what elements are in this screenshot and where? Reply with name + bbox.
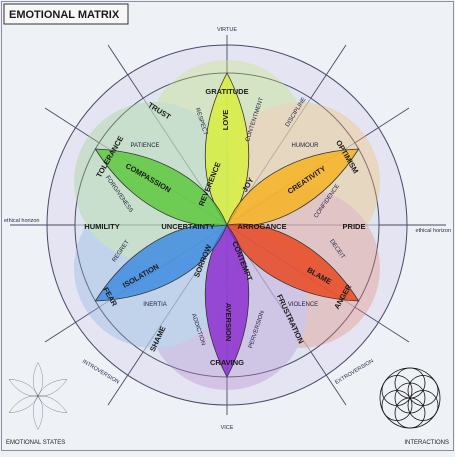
label-violence: VIOLENCE <box>288 302 318 308</box>
axis-ethical-horizon-left: ethical horizon <box>4 218 39 224</box>
label-craving: CRAVING <box>210 358 244 367</box>
label-uncertainty: UNCERTAINTY <box>161 222 214 231</box>
corner-label-interactions: INTERACTIONS <box>404 440 449 446</box>
interactions-icon <box>379 367 441 429</box>
page-title: EMOTIONAL MATRIX <box>9 9 120 21</box>
label-humour: HUMOUR <box>292 143 320 149</box>
label-humility: HUMILITY <box>84 222 119 231</box>
label-arrogance: ARROGANCE <box>237 222 286 231</box>
label-pride: PRIDE <box>343 222 366 231</box>
label-aversion: AVERSION <box>224 303 233 342</box>
corner-label-emotional-states: EMOTIONAL STATES <box>6 440 65 446</box>
label-gratitude: GRATITUDE <box>205 87 248 96</box>
axis-ethical-horizon-right: ethical horizon <box>416 228 451 234</box>
axis-virtue: VIRTUE <box>217 27 237 33</box>
label-inertia: INERTIA <box>143 302 167 308</box>
axis-vice: VICE <box>221 425 234 431</box>
title-box <box>3 3 129 25</box>
label-patience: PATIENCE <box>130 143 159 149</box>
label-love: LOVE <box>221 110 230 130</box>
